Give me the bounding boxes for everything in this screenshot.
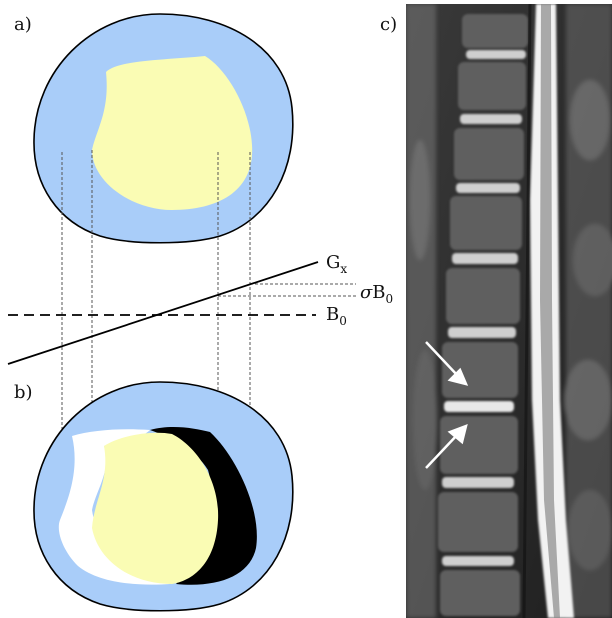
panel-label-b: b): [14, 382, 33, 403]
gradient-line: [8, 262, 318, 364]
mri-sagittal-image: [406, 4, 612, 618]
field-label: B0: [326, 304, 347, 328]
panel-label-c: c): [380, 14, 397, 35]
panel-label-a: a): [14, 14, 32, 35]
gradient-label: Gx: [326, 252, 347, 276]
shift-label: σB0: [360, 282, 393, 306]
